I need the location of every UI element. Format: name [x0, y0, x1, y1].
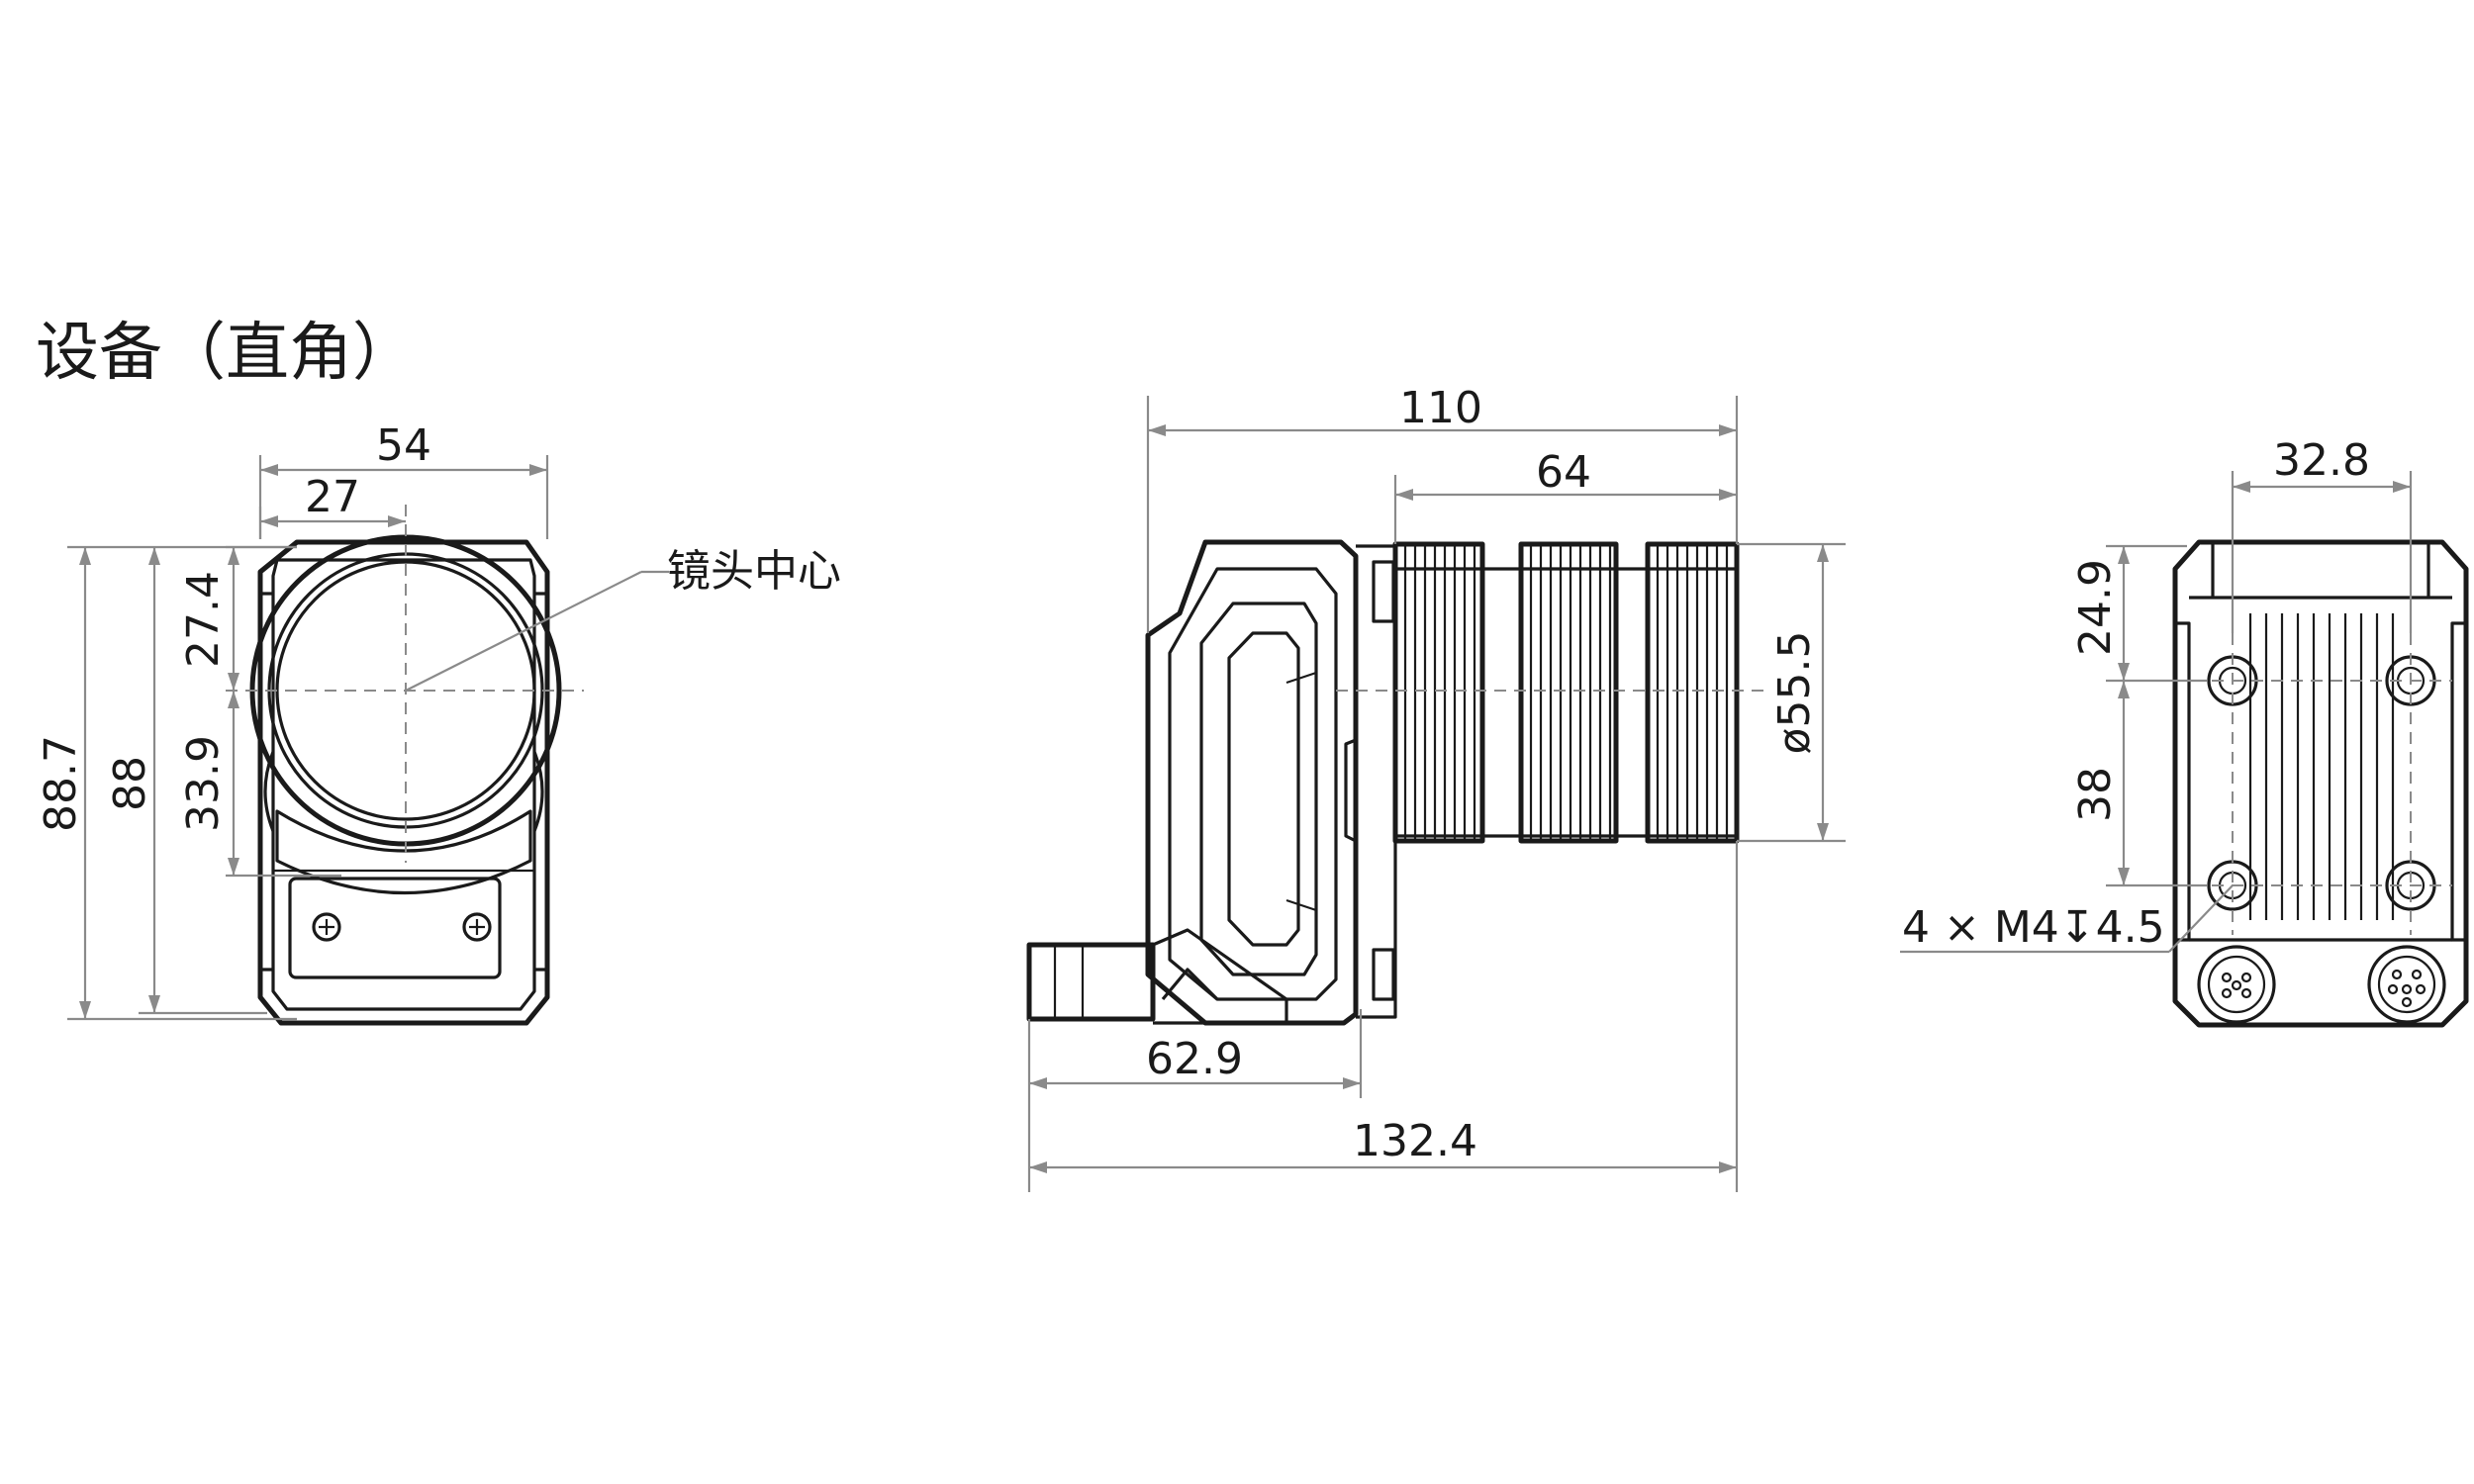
dimension-88-7: 88.7 — [36, 545, 297, 1021]
dimension-88: 88 — [105, 547, 267, 1015]
thread-callout: 4 × M4↧4.5 — [1900, 884, 2234, 954]
hole-center-marks — [2192, 633, 2452, 935]
front-screw-right — [462, 912, 492, 942]
back-connector-right — [2367, 945, 2446, 1024]
dimension-32-8-label: 32.8 — [2273, 435, 2370, 486]
dimension-132-4-label: 132.4 — [1353, 1116, 1477, 1166]
side-view-lens — [1392, 541, 1740, 844]
dimension-38-label: 38 — [2070, 767, 2121, 822]
dimension-54: 54 — [258, 420, 549, 539]
dimension-64-label: 64 — [1536, 447, 1591, 498]
dimension-88-label: 88 — [105, 756, 155, 811]
dimension-110: 110 — [1146, 383, 1739, 633]
back-connector-left — [2197, 945, 2276, 1024]
side-view-connector — [1026, 928, 1288, 1025]
side-view-body — [1145, 539, 1359, 1026]
front-screw-left — [312, 912, 341, 942]
dimension-54-label: 54 — [376, 420, 431, 471]
dimension-33-9-label: 33.9 — [178, 735, 229, 832]
front-view-body — [257, 539, 550, 1026]
side-view: 110 64 ø55.5 62.9 — [1026, 383, 1846, 1192]
dimension-55-5-label: ø55.5 — [1769, 631, 1820, 755]
dimension-24-9-label: 24.9 — [2070, 559, 2121, 656]
dimension-27-4: 27.4 — [178, 545, 297, 691]
dimension-38: 38 — [2070, 681, 2207, 887]
front-view: 54 27 27.4 33.9 — [36, 420, 841, 1026]
dimension-62-9-label: 62.9 — [1146, 1034, 1243, 1084]
thread-callout-label: 4 × M4↧4.5 — [1902, 902, 2165, 953]
dimension-33-9: 33.9 — [178, 691, 341, 878]
back-view-body — [2172, 539, 2469, 1028]
dimension-32-8: 32.8 — [2231, 435, 2413, 633]
dimension-88-7-label: 88.7 — [36, 735, 86, 832]
dimension-64: 64 — [1393, 447, 1737, 544]
dimension-27: 27 — [258, 472, 406, 539]
dimension-27-label: 27 — [305, 472, 360, 522]
drawing-title: 设备（直角） — [36, 317, 416, 390]
dimension-27-4-label: 27.4 — [178, 571, 229, 668]
dimension-132-4: 132.4 — [1029, 841, 1739, 1192]
back-view: 32.8 24.9 38 4 × M4↧4.5 — [1900, 435, 2469, 1028]
lens-center-label: 镜头中心 — [667, 546, 841, 597]
dimension-62-9: 62.9 — [1027, 1009, 1363, 1192]
dimension-55-5: ø55.5 — [1737, 542, 1846, 843]
dimension-24-9: 24.9 — [2070, 544, 2207, 683]
lens-center-callout: 镜头中心 — [405, 546, 841, 692]
dimension-110-label: 110 — [1399, 383, 1482, 433]
